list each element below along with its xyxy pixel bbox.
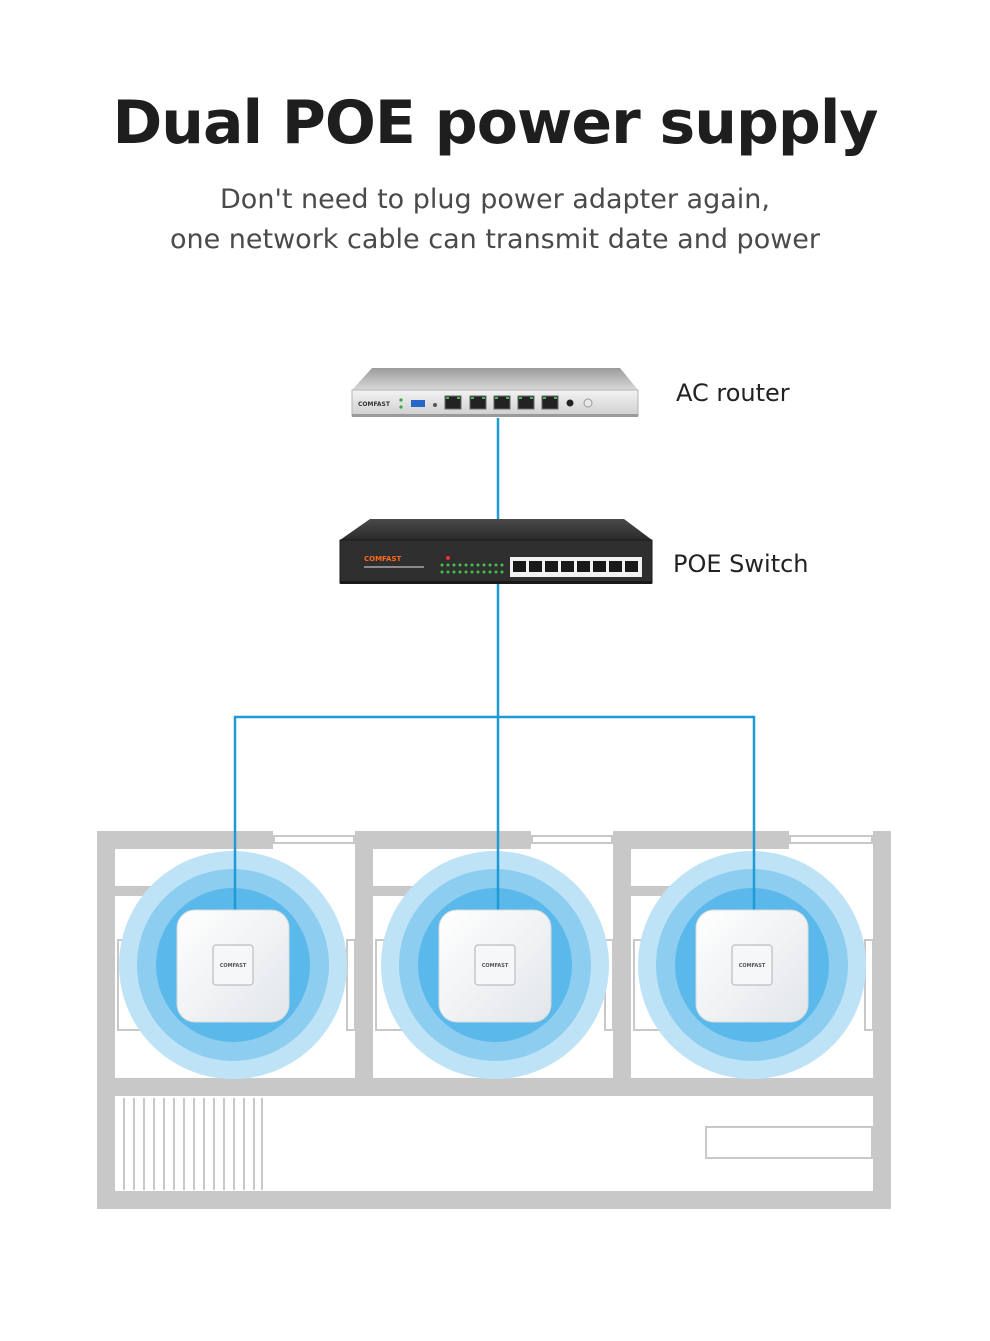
access-point-2: COMFAST — [438, 909, 552, 1023]
access-point-1: COMFAST — [176, 909, 290, 1023]
ap-1-brand: COMFAST — [220, 963, 247, 969]
page-subtitle: Don't need to plug power adapter again, … — [0, 180, 990, 260]
ac-router-device: COMFAST — [351, 368, 639, 417]
switch-brand: COMFAST — [364, 555, 401, 563]
ap-3-brand: COMFAST — [739, 963, 766, 969]
network-cables — [233, 418, 756, 912]
ap-2-brand: COMFAST — [482, 963, 509, 969]
router-brand: COMFAST — [358, 401, 391, 408]
access-point-3: COMFAST — [695, 909, 809, 1023]
switch-label: POE Switch — [673, 550, 809, 578]
subtitle-line-1: Don't need to plug power adapter again, — [220, 184, 770, 215]
poe-switch-device: COMFAST — [339, 519, 653, 584]
stairs — [123, 1098, 263, 1190]
page-title: Dual POE power supply — [112, 88, 878, 158]
subtitle-line-2: one network cable can transmit date and … — [169, 224, 821, 255]
router-label: AC router — [676, 379, 790, 407]
